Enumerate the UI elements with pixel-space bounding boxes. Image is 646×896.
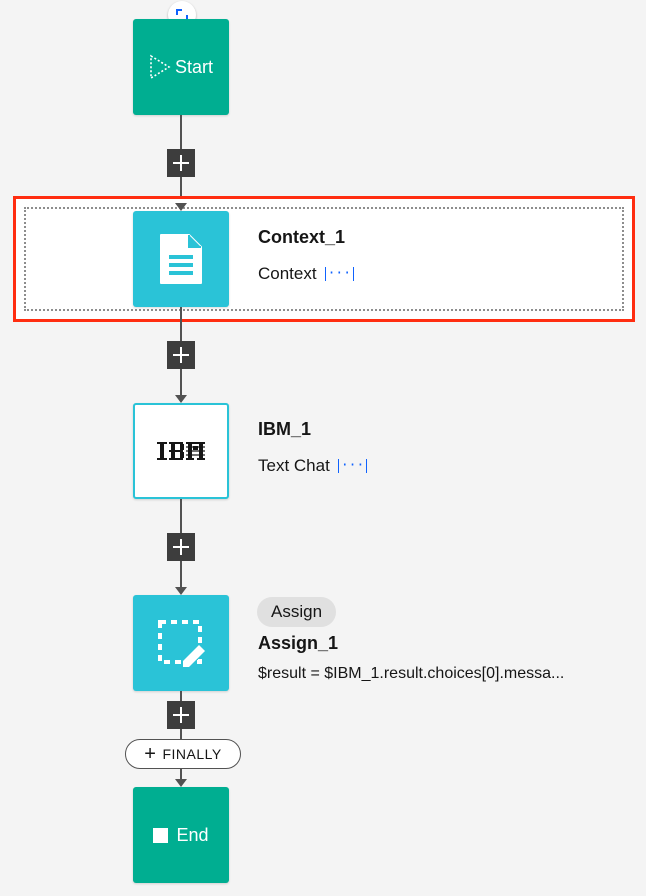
finally-label: FINALLY <box>162 746 222 762</box>
assign-node[interactable] <box>133 595 229 691</box>
ibm-subtitle: Text Chat <box>258 456 330 475</box>
selection-dotted-border <box>24 207 624 311</box>
connector-arrow <box>175 779 187 787</box>
connector-line <box>180 691 182 781</box>
document-icon <box>160 234 202 284</box>
end-label: End <box>176 824 209 845</box>
start-node[interactable]: Start <box>133 19 229 115</box>
connector-arrow <box>175 203 187 211</box>
assign-badge: Assign <box>257 597 337 627</box>
context-node[interactable] <box>133 211 229 307</box>
selected-step-highlight <box>13 196 635 322</box>
add-step-button[interactable] <box>167 341 195 369</box>
connector-arrow <box>175 587 187 595</box>
edit-selection-icon <box>158 620 205 667</box>
assign-expression: $result = $IBM_1.result.choices[0].messa… <box>258 665 565 682</box>
ibm-more-button[interactable]: ··· <box>337 459 368 473</box>
ibm-node[interactable] <box>133 403 229 499</box>
stop-icon <box>153 827 169 843</box>
assign-title: Assign_1 <box>258 633 339 653</box>
context-subtitle: Context <box>258 264 317 283</box>
context-subtitle-row: Context ··· <box>258 264 355 284</box>
end-label-group: End <box>153 824 209 846</box>
connector-arrow <box>175 395 187 403</box>
end-node[interactable]: End <box>133 787 229 883</box>
ibm-logo-icon <box>157 442 205 460</box>
ibm-subtitle-row: Text Chat ··· <box>258 456 368 476</box>
finally-button[interactable]: + FINALLY <box>125 739 241 769</box>
add-step-button[interactable] <box>167 701 195 729</box>
add-step-button[interactable] <box>167 533 195 561</box>
plus-icon: + <box>144 743 157 765</box>
add-step-button[interactable] <box>167 149 195 177</box>
context-more-button[interactable]: ··· <box>324 267 355 281</box>
start-label: Start <box>174 56 213 77</box>
play-icon <box>150 54 171 80</box>
context-title: Context_1 <box>258 227 346 247</box>
start-label-group: Start <box>149 54 213 80</box>
ibm-title: IBM_1 <box>258 419 312 439</box>
